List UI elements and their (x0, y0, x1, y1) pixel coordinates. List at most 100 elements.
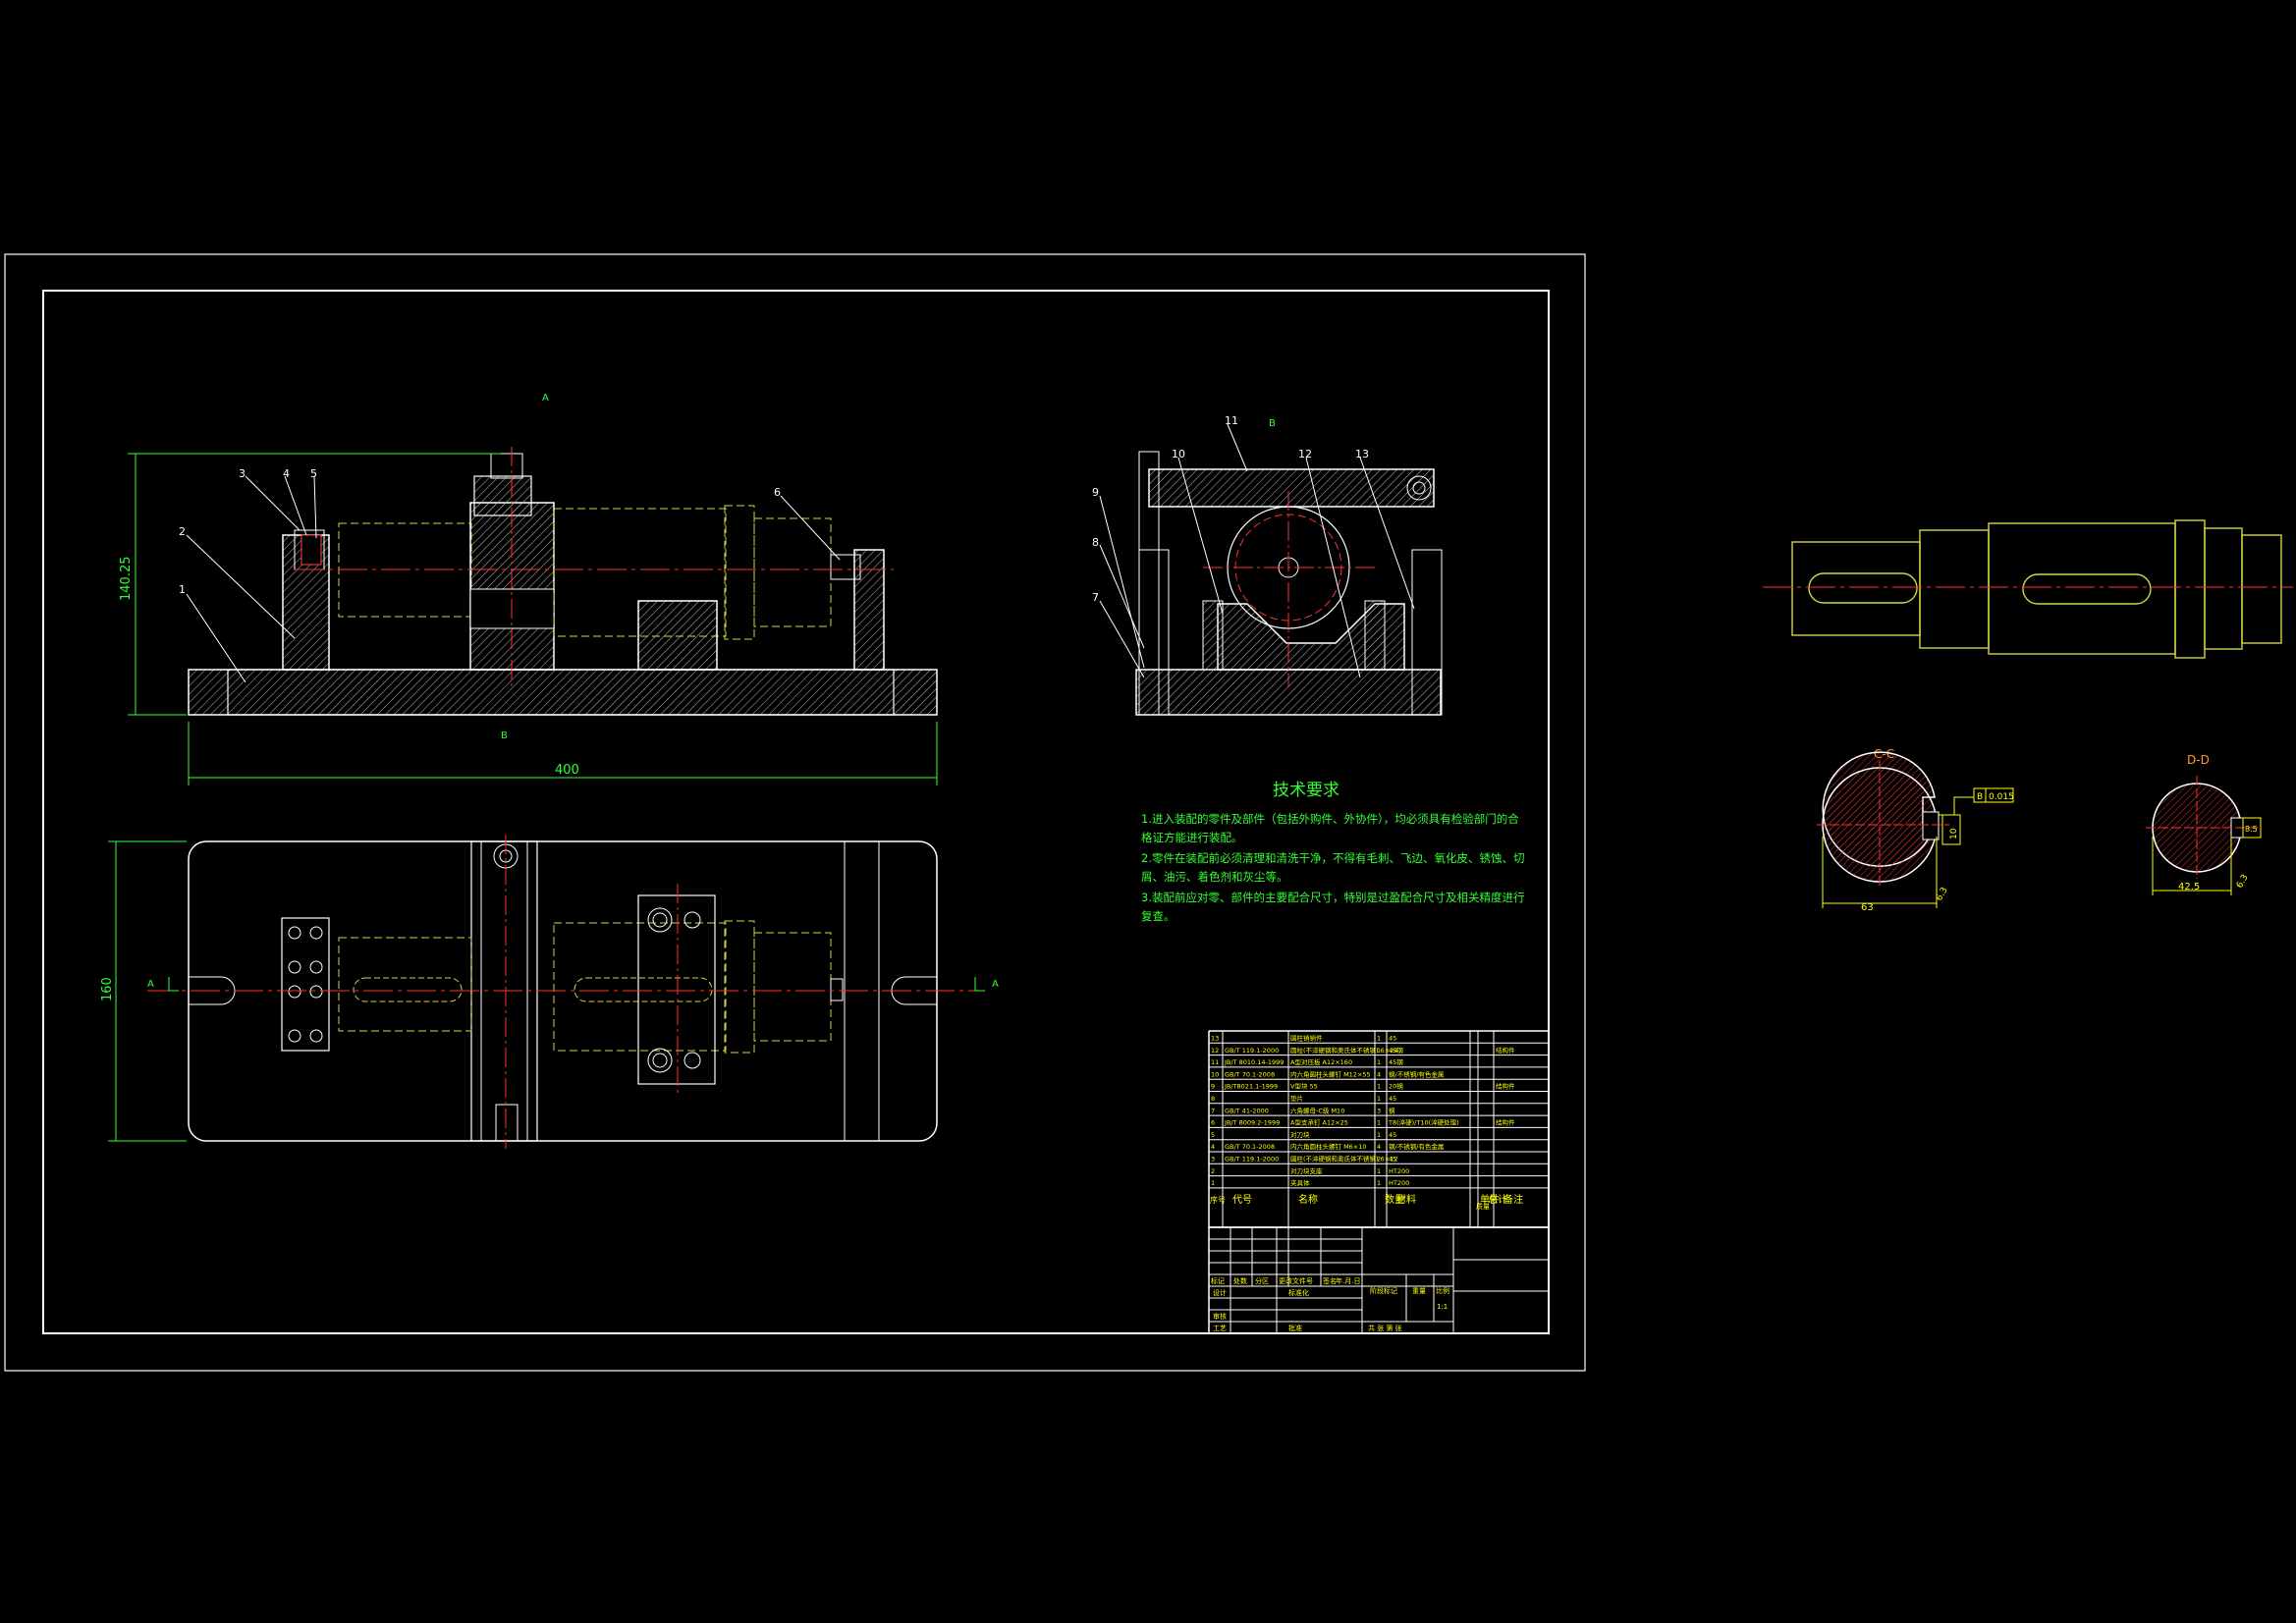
bom-cell: 11 (1211, 1058, 1219, 1066)
tb-scale-value: 1:1 (1437, 1303, 1448, 1311)
outer-border (4, 253, 1586, 1372)
tb-rev-date: 年.月.日 (1336, 1276, 1360, 1285)
bom-cell: 钢/不锈钢/有色金属 (1389, 1142, 1444, 1151)
bom-cell: V型块 55 (1290, 1082, 1318, 1091)
bom-cell: 45 (1389, 1095, 1396, 1103)
bom-cell: 1 (1377, 1167, 1381, 1175)
bom-cell: 2 (1211, 1167, 1215, 1175)
bom-cell: 6 (1211, 1119, 1215, 1127)
bom-cell: 结构件 (1496, 1046, 1515, 1055)
tb-rev-sign: 签名 (1323, 1276, 1337, 1285)
bom-cell: 钢 (1389, 1107, 1395, 1114)
dim-width-text: 160 (100, 977, 115, 1001)
bom-cell: A型对压板 A12×160 (1290, 1057, 1352, 1066)
section-c-c: C-C B 0.015 63 10 6.3 (1817, 747, 2014, 913)
bom-header-cell: 名称 (1298, 1193, 1318, 1206)
bom-cell: 4 (1377, 1143, 1381, 1151)
front-balloons (186, 475, 841, 683)
bom-cell: 20钢 (1389, 1083, 1403, 1091)
bom-header-cell: 总计 (1488, 1193, 1507, 1206)
dim-width (108, 840, 187, 1142)
balloon-7: 7 (1092, 591, 1099, 604)
bom-header-cell: 备注 (1503, 1193, 1523, 1206)
balloon-11: 11 (1225, 414, 1238, 427)
bom-cell: 1 (1211, 1179, 1215, 1187)
dim-length-text: 400 (555, 763, 579, 778)
front-view: 400 140.25 A B 1 2 3 4 5 6 (119, 393, 938, 785)
bom-cell: 对刀块 (1290, 1130, 1310, 1139)
tech-line-3: 2.零件在装配前必须清理和清洗干净，不得有毛刺、飞边、氧化皮、锈蚀、切 (1141, 851, 1524, 865)
tech-line-4: 屑、油污、着色剂和灰尘等。 (1141, 870, 1288, 884)
section-d-d: D-D 42.5 8.5 6.3 (2146, 753, 2262, 895)
bom-cell: 1 (1377, 1047, 1381, 1055)
fixture-base (188, 669, 938, 716)
inner-border (42, 290, 1550, 1334)
view-mark-a: A (542, 393, 549, 404)
bom-cell: 7 (1211, 1107, 1215, 1114)
tech-line-6: 复查。 (1141, 909, 1175, 923)
bom-cell: GB/T 119.1-2000 (1225, 1156, 1279, 1163)
v-block-front (637, 600, 718, 671)
bom-cell: 45 (1389, 1156, 1396, 1163)
bom-cell: 2 (1377, 1156, 1381, 1163)
tech-line-5: 3.装配前应对零、部件的主要配合尺寸，特别是过盈配合尺寸及相关精度进行 (1141, 891, 1524, 904)
side-view: B 9 8 7 10 11 12 13 (1092, 414, 1443, 716)
bom-cell: 45钢 (1389, 1047, 1403, 1055)
bom-cell: 内六角圆柱头螺钉 M12×55 (1290, 1069, 1371, 1078)
bom-header-cell: 代号 (1232, 1194, 1252, 1206)
bom-cell: JB/T 8010.14-1999 (1224, 1058, 1284, 1066)
bom-cell: 4 (1211, 1143, 1215, 1151)
section-d-label: D-D (2187, 753, 2210, 767)
bom-cell: 45 (1389, 1131, 1396, 1139)
tech-line-1: 1.进入装配的零件及部件（包括外购件、外协件），均必须具有检验部门的合 (1141, 812, 1519, 826)
clamp-strap (1148, 468, 1435, 508)
section-c-diameter: 63 (1861, 902, 1874, 913)
tb-sheets: 共 张 第 张 (1368, 1324, 1402, 1332)
bom-cell: 5 (1211, 1131, 1215, 1139)
bom-cell: 10 (1211, 1070, 1219, 1078)
bom-cell: 1 (1377, 1095, 1381, 1103)
bom-cell: GB/T 119.1-2000 (1225, 1047, 1279, 1055)
bom-cell: 六角螺母-C级 M10 (1290, 1106, 1344, 1114)
bom-cell: GB/T 41-2000 (1225, 1107, 1269, 1114)
section-d-keyway: 8.5 (2245, 825, 2258, 834)
bom-cell: 钢/不锈钢/有色金属 (1389, 1069, 1444, 1078)
bom-cell: JB/T 8009.2-1999 (1224, 1119, 1280, 1127)
tb-scale: 比例 (1436, 1286, 1449, 1295)
bom-cell: 1 (1377, 1058, 1381, 1066)
title-block: 标记 处数 分区 更改文件号 签名 年.月.日 设计 标准化 审核 工艺 批准 … (1208, 1226, 1550, 1334)
section-mark-a-left: A (147, 979, 154, 990)
tb-standard: 标准化 (1288, 1288, 1309, 1297)
tech-requirements: 技术要求 1.进入装配的零件及部件（包括外购件、外协件），均必须具有检验部门的合… (1141, 781, 1524, 923)
bom-cell: 4 (1377, 1070, 1381, 1078)
tb-weight: 重量 (1412, 1287, 1426, 1295)
tech-line-2: 格证方能进行装配。 (1141, 831, 1243, 844)
tb-process: 工艺 (1213, 1325, 1227, 1332)
dim-height (128, 453, 501, 716)
balloon-10: 10 (1172, 448, 1185, 460)
bom-cell: JB/T8021.1-1999 (1224, 1083, 1278, 1091)
bom-cell: 45 (1389, 1035, 1396, 1043)
bom-cell: 圆柱(不淬硬钢和奥氏体不锈钢) 6×12 (1290, 1155, 1398, 1163)
bom-cell: GB/T 70.1-2008 (1225, 1143, 1275, 1151)
bom-cell: A型支承钉 A12×25 (1290, 1118, 1348, 1127)
bom-header-cell: 材料 (1396, 1193, 1416, 1206)
bom-cell: 圆柱(不淬硬钢和奥氏体不锈钢) 6×24 (1290, 1046, 1398, 1055)
section-d-roughness: 6.3 (2235, 873, 2251, 890)
bom-cell: 垫片 (1290, 1094, 1303, 1103)
bom-cell: 1 (1377, 1119, 1381, 1127)
bom-cell: 结构件 (1496, 1118, 1515, 1127)
bom-header-cell: 单件 (1480, 1194, 1500, 1206)
tb-stage: 阶段标记 (1370, 1286, 1397, 1295)
bom-cell: HT200 (1389, 1167, 1409, 1175)
bom-cell: 对刀块支座 (1290, 1166, 1323, 1175)
balloon-2: 2 (179, 525, 186, 538)
bom-cell: 45钢 (1389, 1058, 1403, 1066)
section-c-keyway: 10 (1949, 828, 1959, 839)
bom-cell: 1 (1377, 1179, 1381, 1187)
bom-cell: 1 (1377, 1035, 1381, 1043)
tech-title: 技术要求 (1273, 781, 1339, 800)
tb-rev-mark: 标记 (1211, 1276, 1225, 1285)
